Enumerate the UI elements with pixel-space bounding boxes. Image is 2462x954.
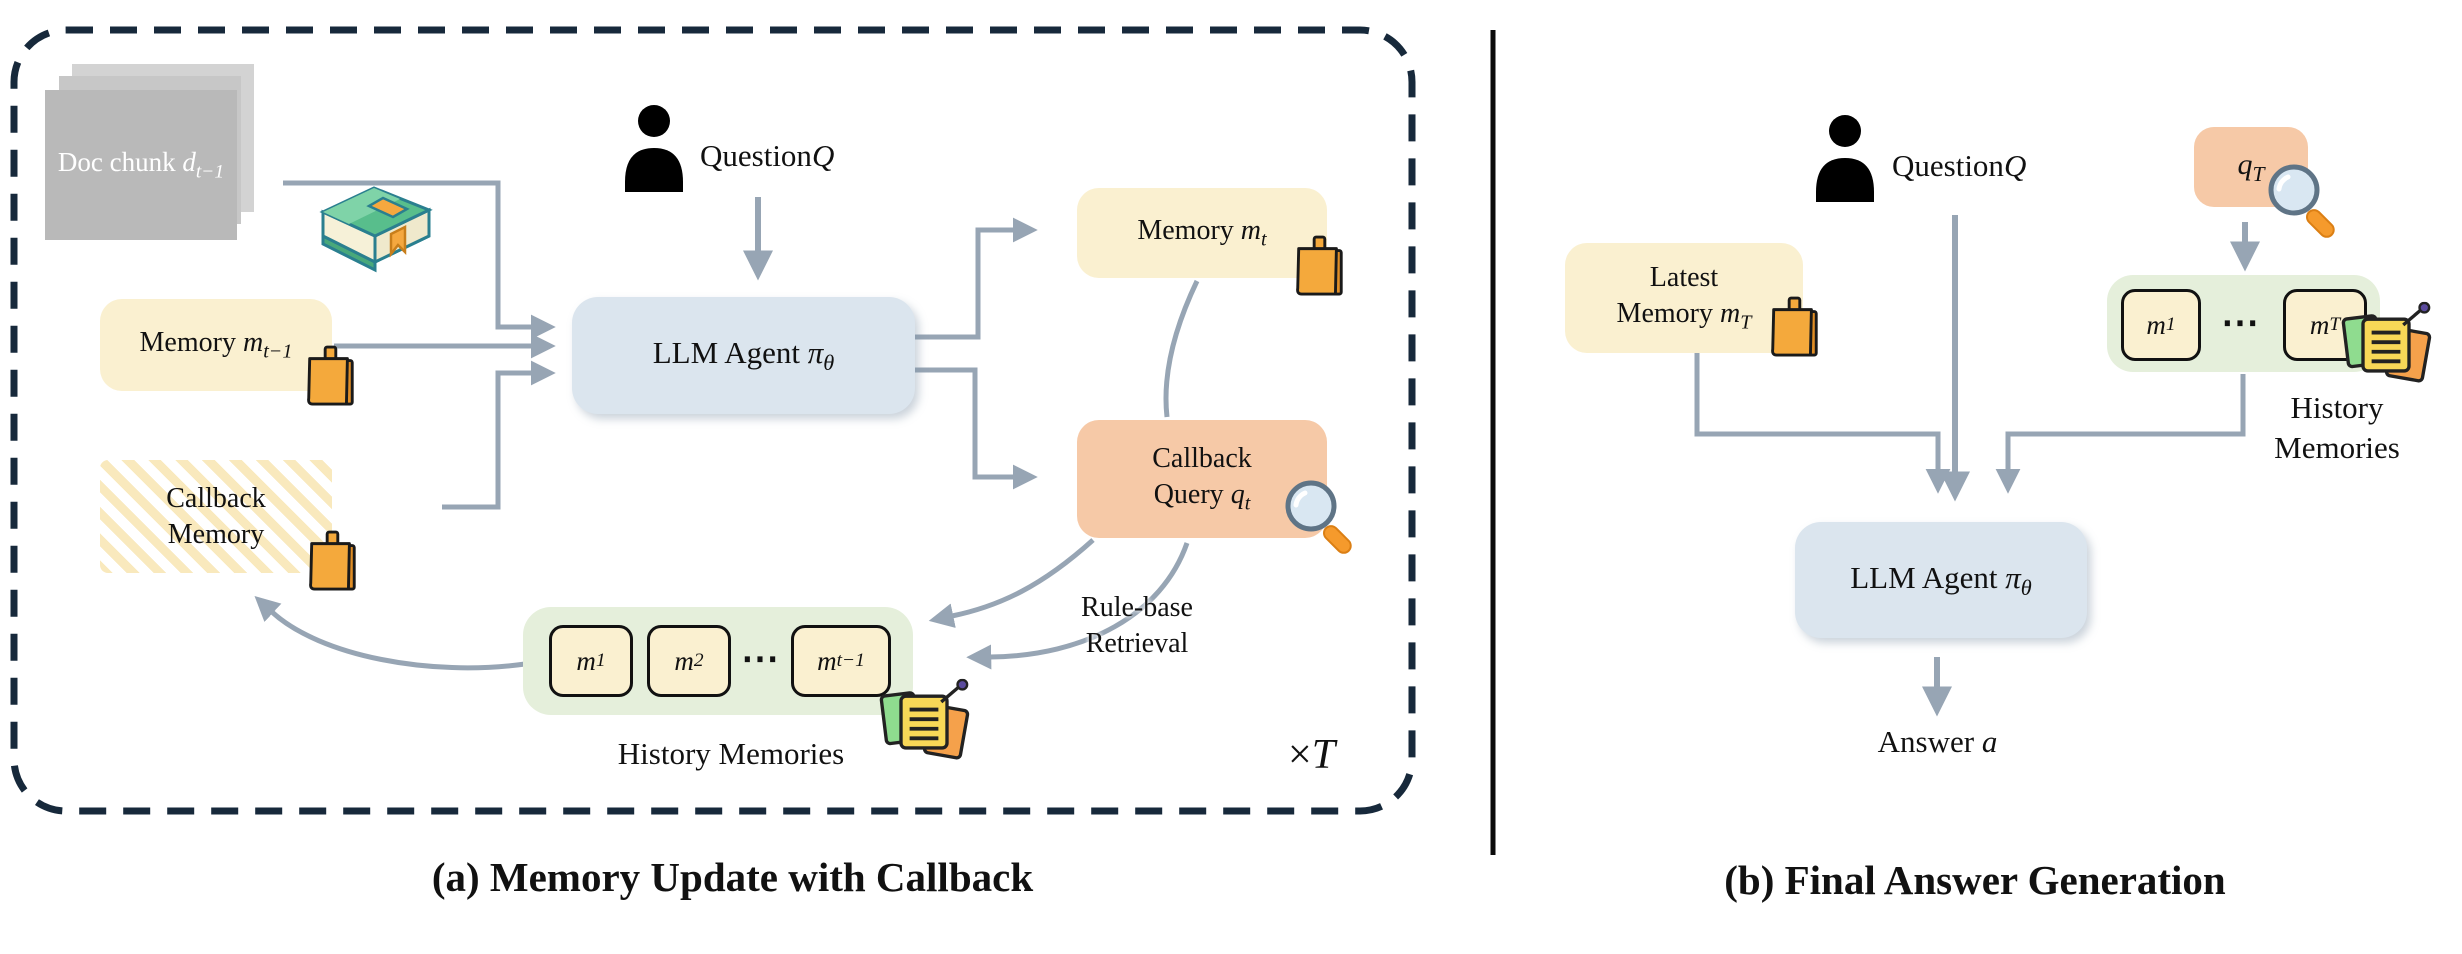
notes-stack-icon [2340, 301, 2432, 391]
answer-label: Answer a [1877, 724, 1998, 759]
callback-memory-line2: Memory [167, 518, 265, 550]
llm-agent-box-a: LLM Agent πθ [572, 297, 915, 414]
arrow-callback-memory-to-agent [442, 360, 556, 510]
curve-query-to-history-upper [928, 538, 1095, 628]
magnifier-icon [1281, 476, 1359, 554]
notes-stack-icon [878, 678, 970, 768]
arrow-agent-to-memory-t [912, 217, 1038, 340]
caption-a: (a) Memory Update with Callback [431, 854, 1034, 900]
query-t-label: qT [2237, 147, 2265, 186]
memory-t-label: Memory mt [1137, 214, 1267, 251]
panel-a-dashed-border [10, 26, 1416, 815]
sticky-note-icon [1290, 234, 1348, 300]
book-icon [303, 170, 445, 284]
llm-agent-label-b: LLM Agent πθ [1850, 559, 2032, 600]
callback-memory-box: Callback Memory [100, 460, 332, 573]
llm-agent-label-a: LLM Agent πθ [652, 335, 835, 376]
history-memories-label-a: History Memories [617, 736, 845, 771]
doc-chunk-stack: Doc chunk dt−1 [45, 62, 290, 242]
curve-history-to-callback-memory [254, 595, 526, 671]
user-icon [1813, 114, 1877, 202]
sticky-note-icon [303, 529, 361, 595]
latest-memory-line2: Memory mT [1616, 297, 1752, 334]
ellipsis: ⋯ [741, 637, 779, 680]
arrow-agent-to-callback-query [912, 367, 1038, 490]
callback-query-line1: Callback [1152, 442, 1252, 474]
user-icon [622, 104, 686, 192]
question-label-a: Question Q [700, 138, 835, 173]
doc-chunk-label: Doc chunk dt−1 [57, 146, 225, 183]
arrow-doc-to-agent [283, 180, 556, 340]
history-memories-label-b: History Memories [2274, 390, 2400, 466]
memory-t-box: Memory mt [1077, 188, 1327, 278]
arrow-history-to-agent [1995, 374, 2246, 494]
caption-b: (b) Final Answer Generation [1724, 857, 2226, 903]
curve-query-to-history-lower [966, 542, 1190, 670]
question-label-b: Question Q [1892, 148, 2027, 183]
sticky-note-icon [1765, 295, 1823, 361]
latest-memory-box: Latest Memory mT [1565, 243, 1803, 353]
curve-memory-t-to-callback-query [1163, 279, 1200, 418]
latest-memory-line1: Latest [1649, 261, 1719, 293]
doc-page-front: Doc chunk dt−1 [45, 90, 237, 240]
magnifier-icon [2264, 160, 2342, 238]
memory-prev-label: Memory mt−1 [139, 326, 293, 363]
rule-base-retrieval-label: Rule-base Retrieval [1081, 592, 1193, 660]
sticky-note-icon [301, 344, 359, 410]
arrow-latest-memory-to-agent [1694, 353, 1951, 494]
memory-prev-box: Memory mt−1 [100, 299, 332, 391]
callback-query-line2: Query qt [1153, 478, 1251, 515]
llm-agent-box-b: LLM Agent πθ [1795, 522, 2087, 638]
callback-memory-line1: Callback [166, 482, 266, 514]
callback-query-box: Callback Query qt [1077, 420, 1327, 538]
ellipsis: ⋯ [2221, 301, 2259, 344]
loop-count-label: ×T [1288, 732, 1336, 778]
